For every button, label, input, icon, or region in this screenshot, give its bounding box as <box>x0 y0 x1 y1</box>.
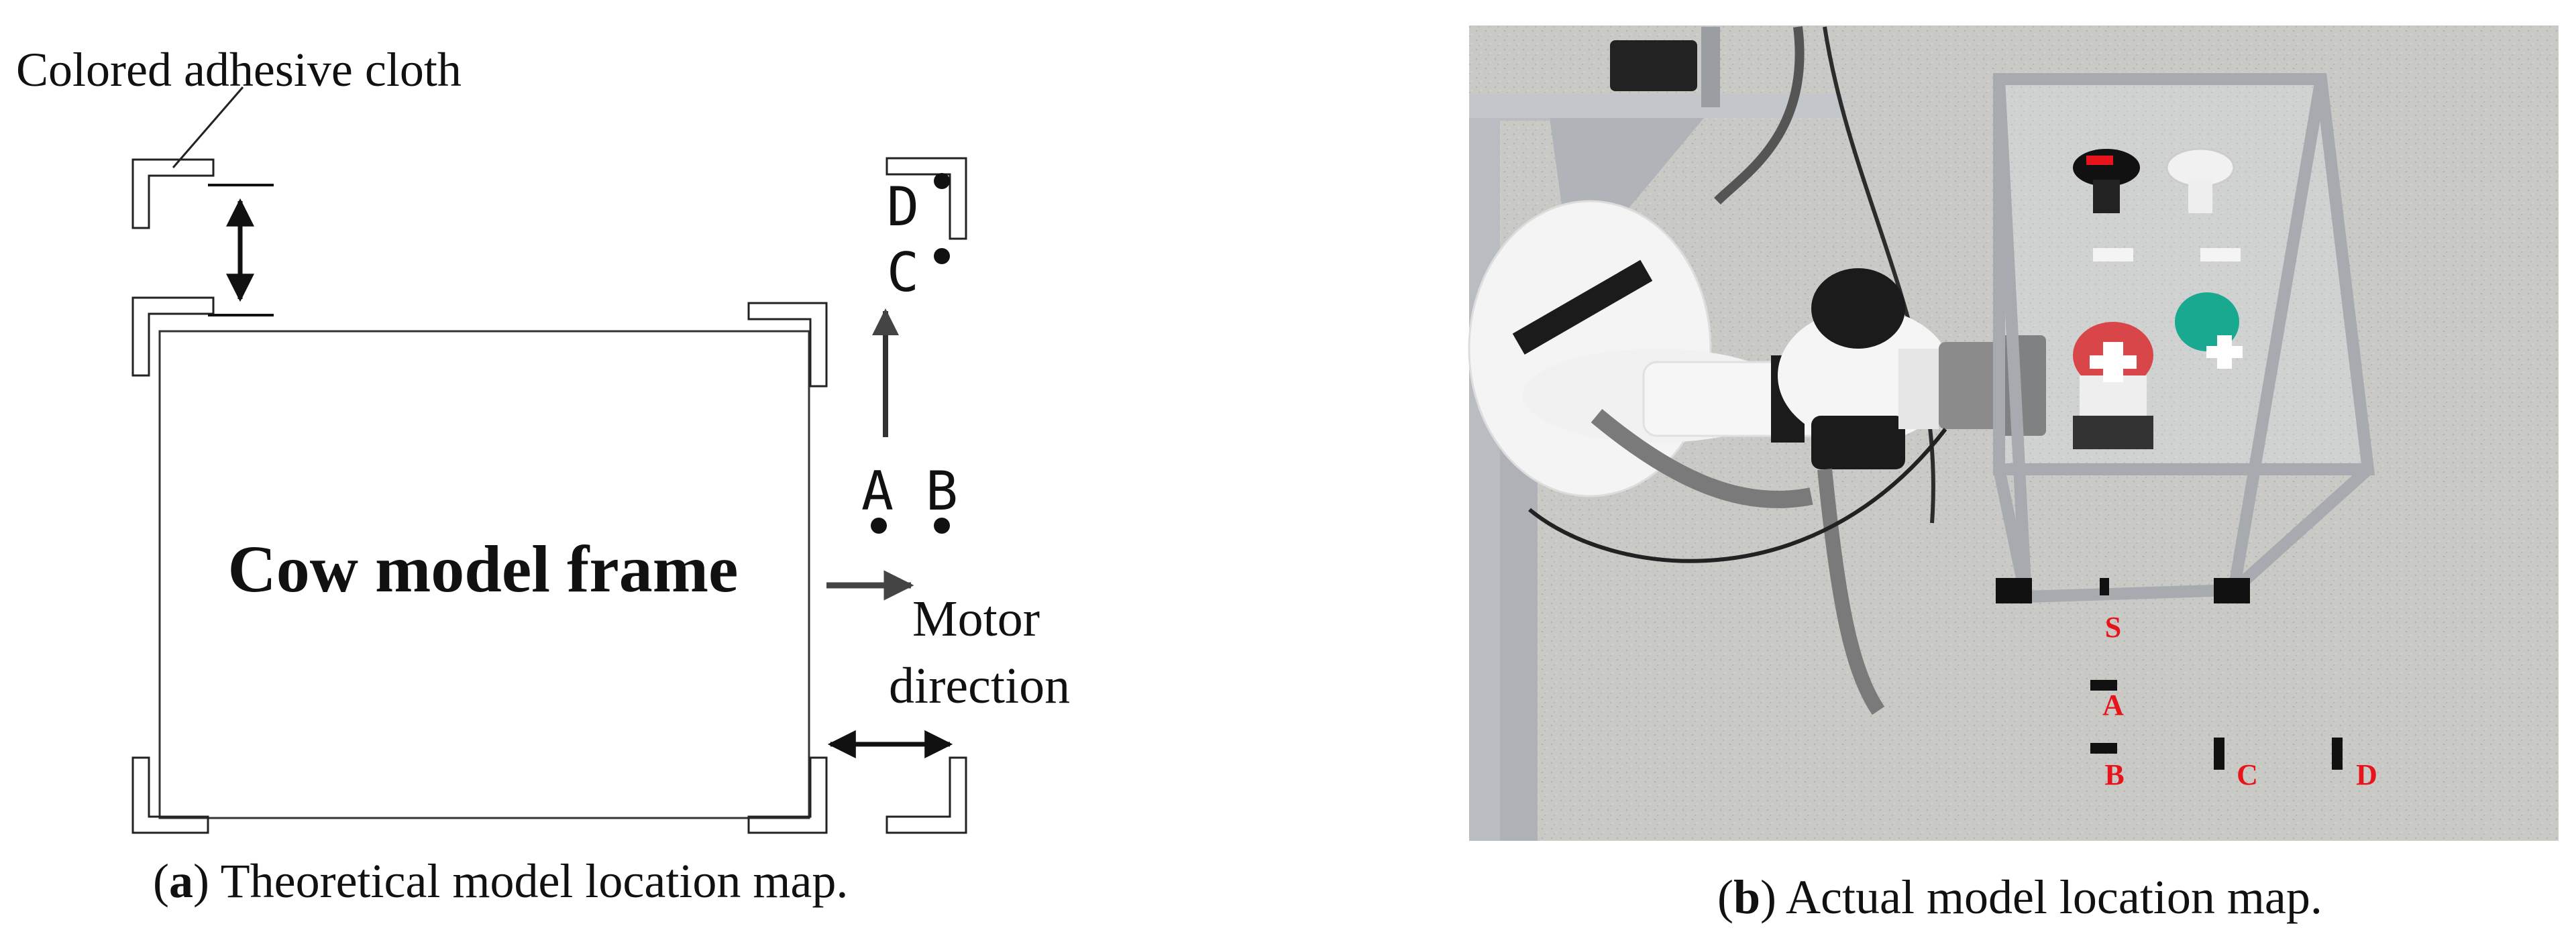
marker-b: B <box>2104 758 2124 791</box>
tape-b <box>2090 743 2117 754</box>
box-foot-left <box>1996 578 2032 603</box>
tape-s <box>2100 578 2109 595</box>
tape-c <box>2214 738 2224 770</box>
corner-bracket-bottom-right-shifted <box>887 758 966 833</box>
cloth-label: Colored adhesive cloth <box>16 43 462 97</box>
marker-a: A <box>2102 689 2124 721</box>
caption-a: (a) Theoretical model location map. <box>153 854 848 908</box>
box-foot-right <box>2214 578 2250 603</box>
point-a-label: A <box>861 460 894 522</box>
corner-bracket-bottom-left <box>133 758 208 833</box>
caption-b: (b) Actual model location map. <box>1717 870 2322 924</box>
point-c-label: C <box>887 241 919 304</box>
point-b-label: B <box>926 460 958 522</box>
panel-b-photo: S A B C D (b) Actual model location map. <box>1469 25 2559 924</box>
motor-label-line2: direction <box>889 658 1070 714</box>
point-c-dot <box>934 248 950 264</box>
marker-d: D <box>2356 758 2377 791</box>
marker-s: S <box>2105 611 2121 644</box>
cloth-leader-line <box>173 87 243 168</box>
corner-bracket-top-left-upper <box>133 160 213 228</box>
point-b-dot <box>934 518 950 534</box>
motor-label-line1: Motor <box>912 591 1040 647</box>
point-a-dot <box>871 518 887 534</box>
point-d-dot <box>934 173 950 189</box>
panel-a-diagram: Colored adhesive cloth Cow model frame M… <box>16 43 1070 908</box>
tape-d <box>2332 738 2343 770</box>
point-d-label: D <box>887 176 919 238</box>
marker-c: C <box>2237 758 2258 791</box>
corner-bracket-bottom-right <box>749 758 826 833</box>
frame-label: Cow model frame <box>228 532 739 606</box>
corner-bracket-top-right <box>749 303 826 386</box>
corner-bracket-top-left <box>133 298 213 375</box>
